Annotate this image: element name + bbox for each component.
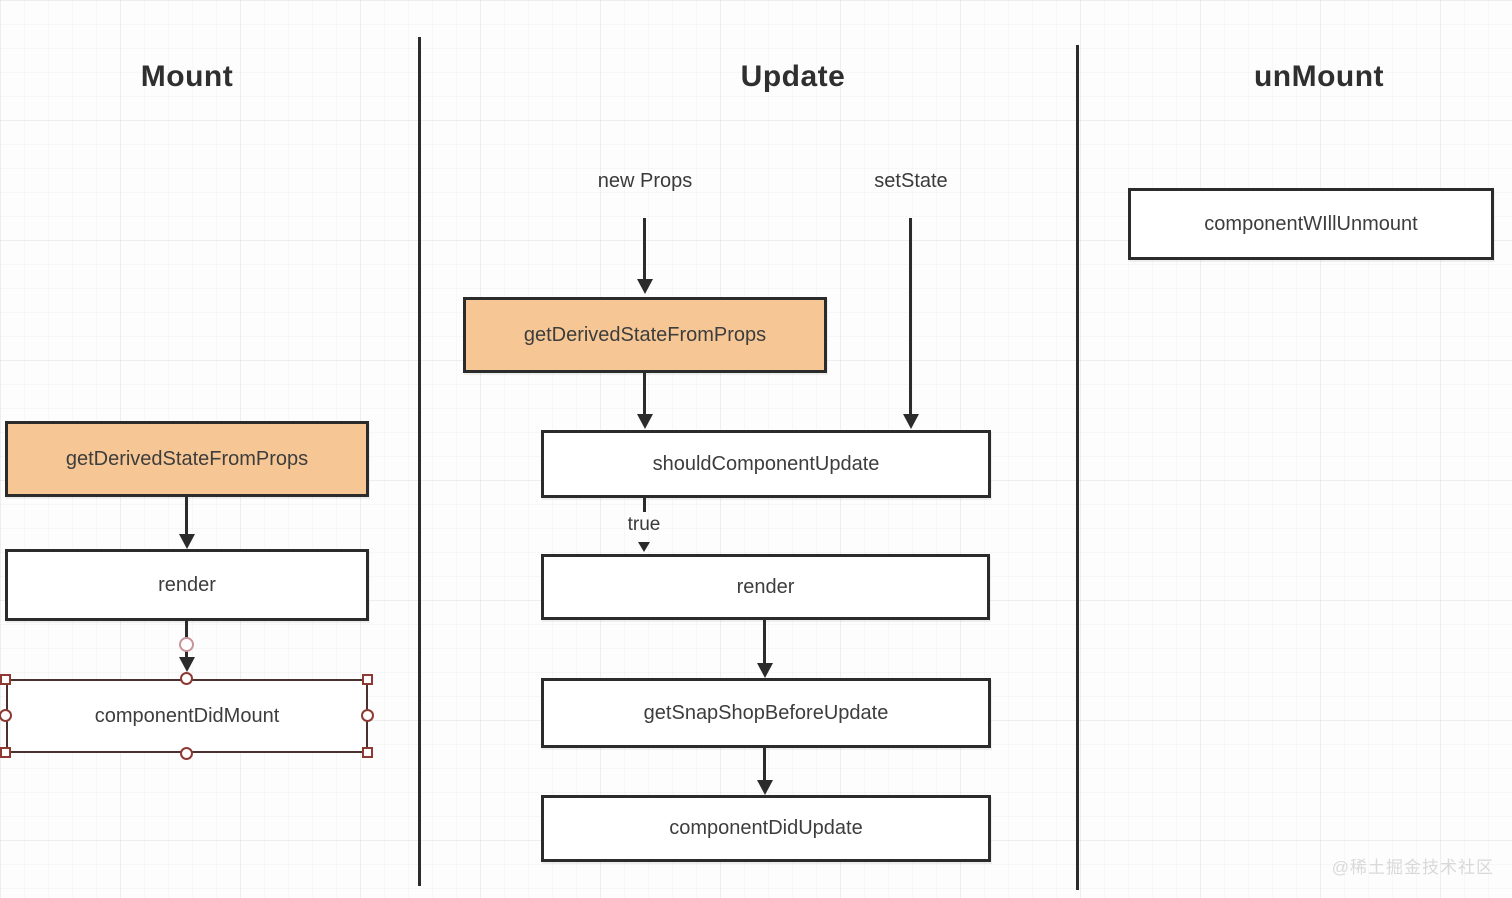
arrowhead-new-props-to-gdsfp[interactable] bbox=[637, 279, 653, 294]
column-title-unmount[interactable]: unMount bbox=[1253, 60, 1385, 93]
arrowhead-true-to-render[interactable] bbox=[638, 542, 650, 552]
selection-handle-top-left[interactable] bbox=[0, 674, 11, 685]
node-get-snap-shop-before-update[interactable]: getSnapShopBeforeUpdate bbox=[541, 678, 991, 748]
selection-handle-bottom-left[interactable] bbox=[0, 747, 11, 758]
node-mount-get-derived-state-from-props[interactable]: getDerivedStateFromProps bbox=[5, 421, 369, 497]
arrowhead-render-to-gsbu[interactable] bbox=[757, 663, 773, 678]
selection-handle-top-middle[interactable] bbox=[180, 672, 193, 685]
arrowhead-mount-render-to-cdm[interactable] bbox=[179, 657, 195, 672]
label-true[interactable]: true bbox=[627, 514, 661, 535]
selection-handle-top-right[interactable] bbox=[362, 674, 373, 685]
node-should-component-update[interactable]: shouldComponentUpdate bbox=[541, 430, 991, 498]
connector-render-to-gsbu[interactable] bbox=[763, 620, 766, 664]
arrowhead-set-state-to-scu[interactable] bbox=[903, 414, 919, 429]
arrowhead-gdsfp-to-scu[interactable] bbox=[637, 414, 653, 429]
selection-handle-right-middle[interactable] bbox=[361, 709, 374, 722]
node-mount-component-did-mount[interactable]: componentDidMount bbox=[6, 679, 368, 753]
arrowhead-gsbu-to-cdu[interactable] bbox=[757, 780, 773, 795]
column-title-mount[interactable]: Mount bbox=[140, 60, 234, 93]
node-update-get-derived-state-from-props[interactable]: getDerivedStateFromProps bbox=[463, 297, 827, 373]
selection-handle-left-middle[interactable] bbox=[0, 709, 12, 722]
connector-mount-gdsfp-to-render[interactable] bbox=[185, 497, 188, 535]
selection-handle-bottom-right[interactable] bbox=[362, 747, 373, 758]
node-update-render[interactable]: render bbox=[541, 554, 990, 620]
label-new-props[interactable]: new Props bbox=[597, 170, 693, 192]
connector-gsbu-to-cdu[interactable] bbox=[763, 748, 766, 781]
node-component-did-update[interactable]: componentDidUpdate bbox=[541, 795, 991, 862]
connector-gdsfp-to-scu[interactable] bbox=[643, 373, 646, 415]
connector-scu-to-render-stub[interactable] bbox=[643, 498, 646, 512]
connector-new-props-to-gdsfp[interactable] bbox=[643, 218, 646, 280]
node-component-will-unmount[interactable]: componentWIllUnmount bbox=[1128, 188, 1494, 260]
column-divider-left[interactable] bbox=[418, 37, 421, 886]
column-title-update[interactable]: Update bbox=[740, 60, 846, 93]
selection-handle-bottom-middle[interactable] bbox=[180, 747, 193, 760]
connector-set-state-to-scu[interactable] bbox=[909, 218, 912, 415]
node-mount-render[interactable]: render bbox=[5, 549, 369, 621]
label-set-state[interactable]: setState bbox=[874, 170, 948, 192]
watermark: @稀土掘金技术社区 bbox=[1331, 858, 1494, 877]
column-divider-right[interactable] bbox=[1076, 45, 1079, 890]
arrowhead-mount-gdsfp-to-render[interactable] bbox=[179, 534, 195, 549]
connector-endpoint-circle[interactable] bbox=[179, 637, 194, 652]
